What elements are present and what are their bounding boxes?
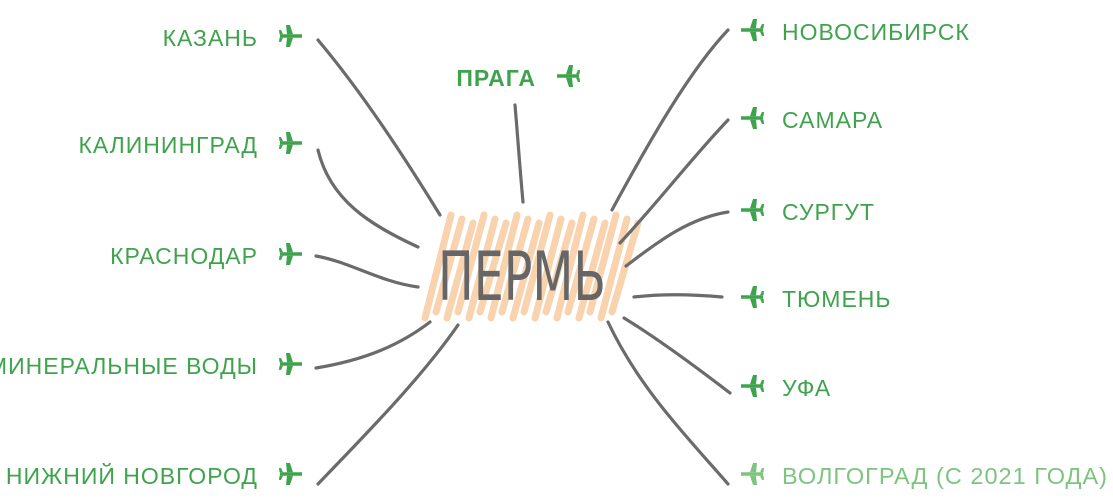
scribble-stroke [531,215,565,322]
left-destinations: КАЗАНЬ КАЛИНИНГРАД КРАСНОДАР МИНЕРАЛЬНЫЕ… [0,25,302,489]
destination-mineralnye-vody-label: МИНЕРАЛЬНЫЕ ВОДЫ [0,353,258,379]
airplane-icon [279,353,302,375]
destination-ufa-label: УФА [782,375,831,401]
scribble-stroke [597,215,631,322]
connector-kazan [316,38,442,217]
destination-praga-label: ПРАГА [456,65,536,91]
scribble-stroke [454,211,488,316]
airplane-icon [741,19,764,41]
connector-surgut [624,210,730,268]
scribble-stroke [498,215,532,316]
scribble-stroke [542,219,576,316]
scribble-stroke [421,211,455,322]
right-destinations: НОВОСИБИРСК САМАРА СУРГУТ ТЮМЕНЬ УФА ВОЛ… [741,19,1108,489]
scribble-stroke [509,219,543,322]
connector-mineralnye-vody [314,320,432,370]
destination-krasnodar-label: КРАСНОДАР [110,243,258,269]
connector-tyumen [632,293,724,299]
scribble-stroke [520,211,554,316]
airplane-icon [741,286,764,308]
destination-surgut-label: СУРГУТ [782,199,875,225]
connector-samara [618,118,730,245]
scribble-stroke [432,215,466,316]
connector-kaliningrad [316,148,420,249]
connector-lines [314,28,732,486]
destination-samara-label: САМАРА [782,107,883,133]
scribble-stroke [487,211,521,322]
scribble-stroke [476,219,510,316]
connector-novosibirsk [610,28,730,212]
destination-nizhny-novgorod-label: НИЖНИЙ НОВГОРОД [6,462,258,489]
scribble-stroke [465,215,499,322]
top-destination: ПРАГА [456,65,580,91]
scribble-stroke [443,219,477,322]
airplane-icon [279,25,302,47]
connector-krasnodar [314,254,420,289]
airplane-icon [741,199,764,221]
center-city-label: ПЕРМЬ [438,238,606,317]
airplane-icon [741,375,764,397]
connector-nizhny-novgorod [316,323,460,486]
center-highlight [421,211,642,322]
airplane-icon [741,463,764,485]
airplane-icon [279,132,302,154]
airplane-icon [279,243,302,265]
scribble-stroke [586,211,620,316]
scribble-stroke [553,211,587,322]
destination-tyumen-label: ТЮМЕНЬ [782,286,892,312]
scribble-stroke [575,219,609,322]
airplane-icon [557,65,580,87]
scribble-stroke [608,219,642,316]
airplane-icon [279,463,302,485]
destination-kazan-label: КАЗАНЬ [163,25,258,51]
destination-volgograd-label: ВОЛГОГРАД (С 2021 ГОДА) [782,463,1108,489]
connector-ufa [622,316,732,395]
destination-kaliningrad-label: КАЛИНИНГРАД [78,132,258,158]
airplane-icon [741,107,764,129]
connector-praga [513,103,525,204]
scribble-stroke [564,215,598,316]
destination-novosibirsk-label: НОВОСИБИРСК [782,19,970,45]
connector-volgograd [606,320,730,486]
